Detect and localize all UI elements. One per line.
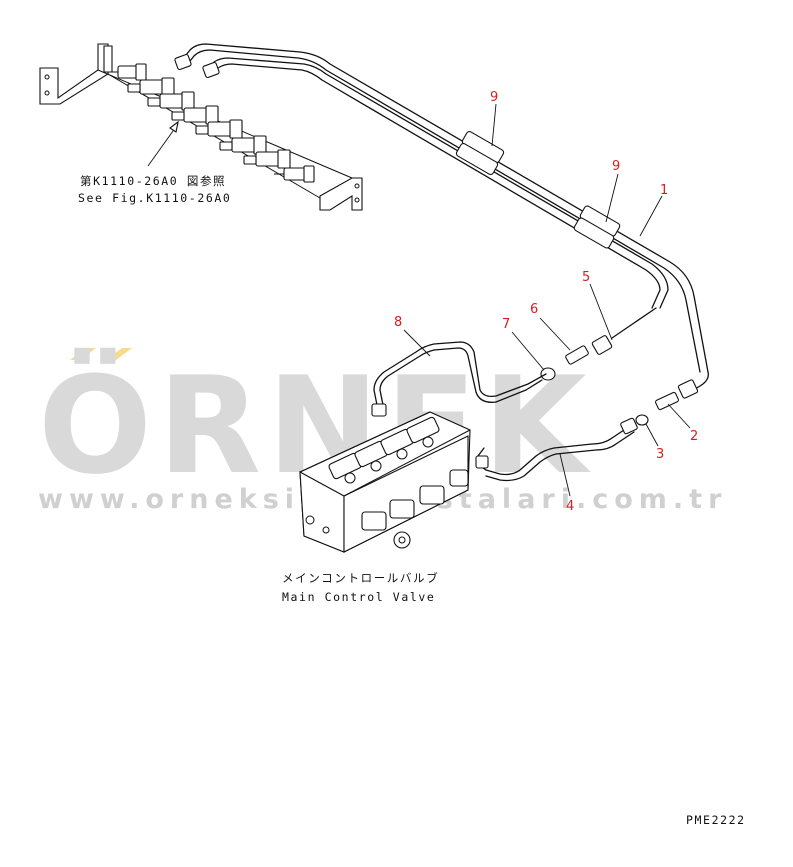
callout-9a: 9 (490, 90, 498, 105)
callout-4: 4 (566, 499, 574, 514)
pipe-8 (371, 341, 547, 417)
callout-1: 1 (660, 183, 668, 198)
fitting-row-5 (195, 119, 243, 139)
fitting-stack (108, 63, 315, 183)
upper-hose-pair (174, 43, 709, 373)
pipe-4 (475, 417, 638, 482)
callout-9b: 9 (612, 159, 620, 174)
valve-caption-jp: メインコントロールバルブ (282, 571, 439, 585)
leader-lines (147, 103, 691, 497)
fitting-row-8 (274, 165, 315, 183)
callout-6: 6 (530, 302, 538, 317)
watermark-accent-right (106, 348, 132, 360)
captions: 第K1110-26A0 図参照 See Fig.K1110-26A0 メインコン… (78, 174, 746, 827)
hose-end-right (635, 371, 709, 426)
reference-caption-jp: 第K1110-26A0 図参照 (80, 174, 226, 188)
hose-end-middle (540, 307, 657, 381)
fitting-row-4 (171, 105, 219, 125)
callout-3: 3 (656, 447, 664, 462)
fitting-row-2 (127, 77, 175, 97)
fitting-row-6 (219, 135, 267, 155)
reference-caption-en: See Fig.K1110-26A0 (78, 191, 231, 205)
callout-8: 8 (394, 315, 402, 330)
callouts: 9 9 1 5 6 7 8 4 2 3 (394, 90, 698, 514)
main-control-valve (299, 411, 471, 553)
callout-2: 2 (690, 429, 698, 444)
fitting-row-7 (243, 149, 291, 169)
fitting-row-1 (108, 63, 147, 81)
callout-7: 7 (502, 317, 510, 332)
valve-caption-en: Main Control Valve (282, 590, 435, 604)
fitting-row-3 (147, 91, 195, 111)
drawing-code: PME2222 (686, 813, 746, 827)
callout-5: 5 (582, 270, 590, 285)
watermark-accent-left (70, 348, 96, 360)
